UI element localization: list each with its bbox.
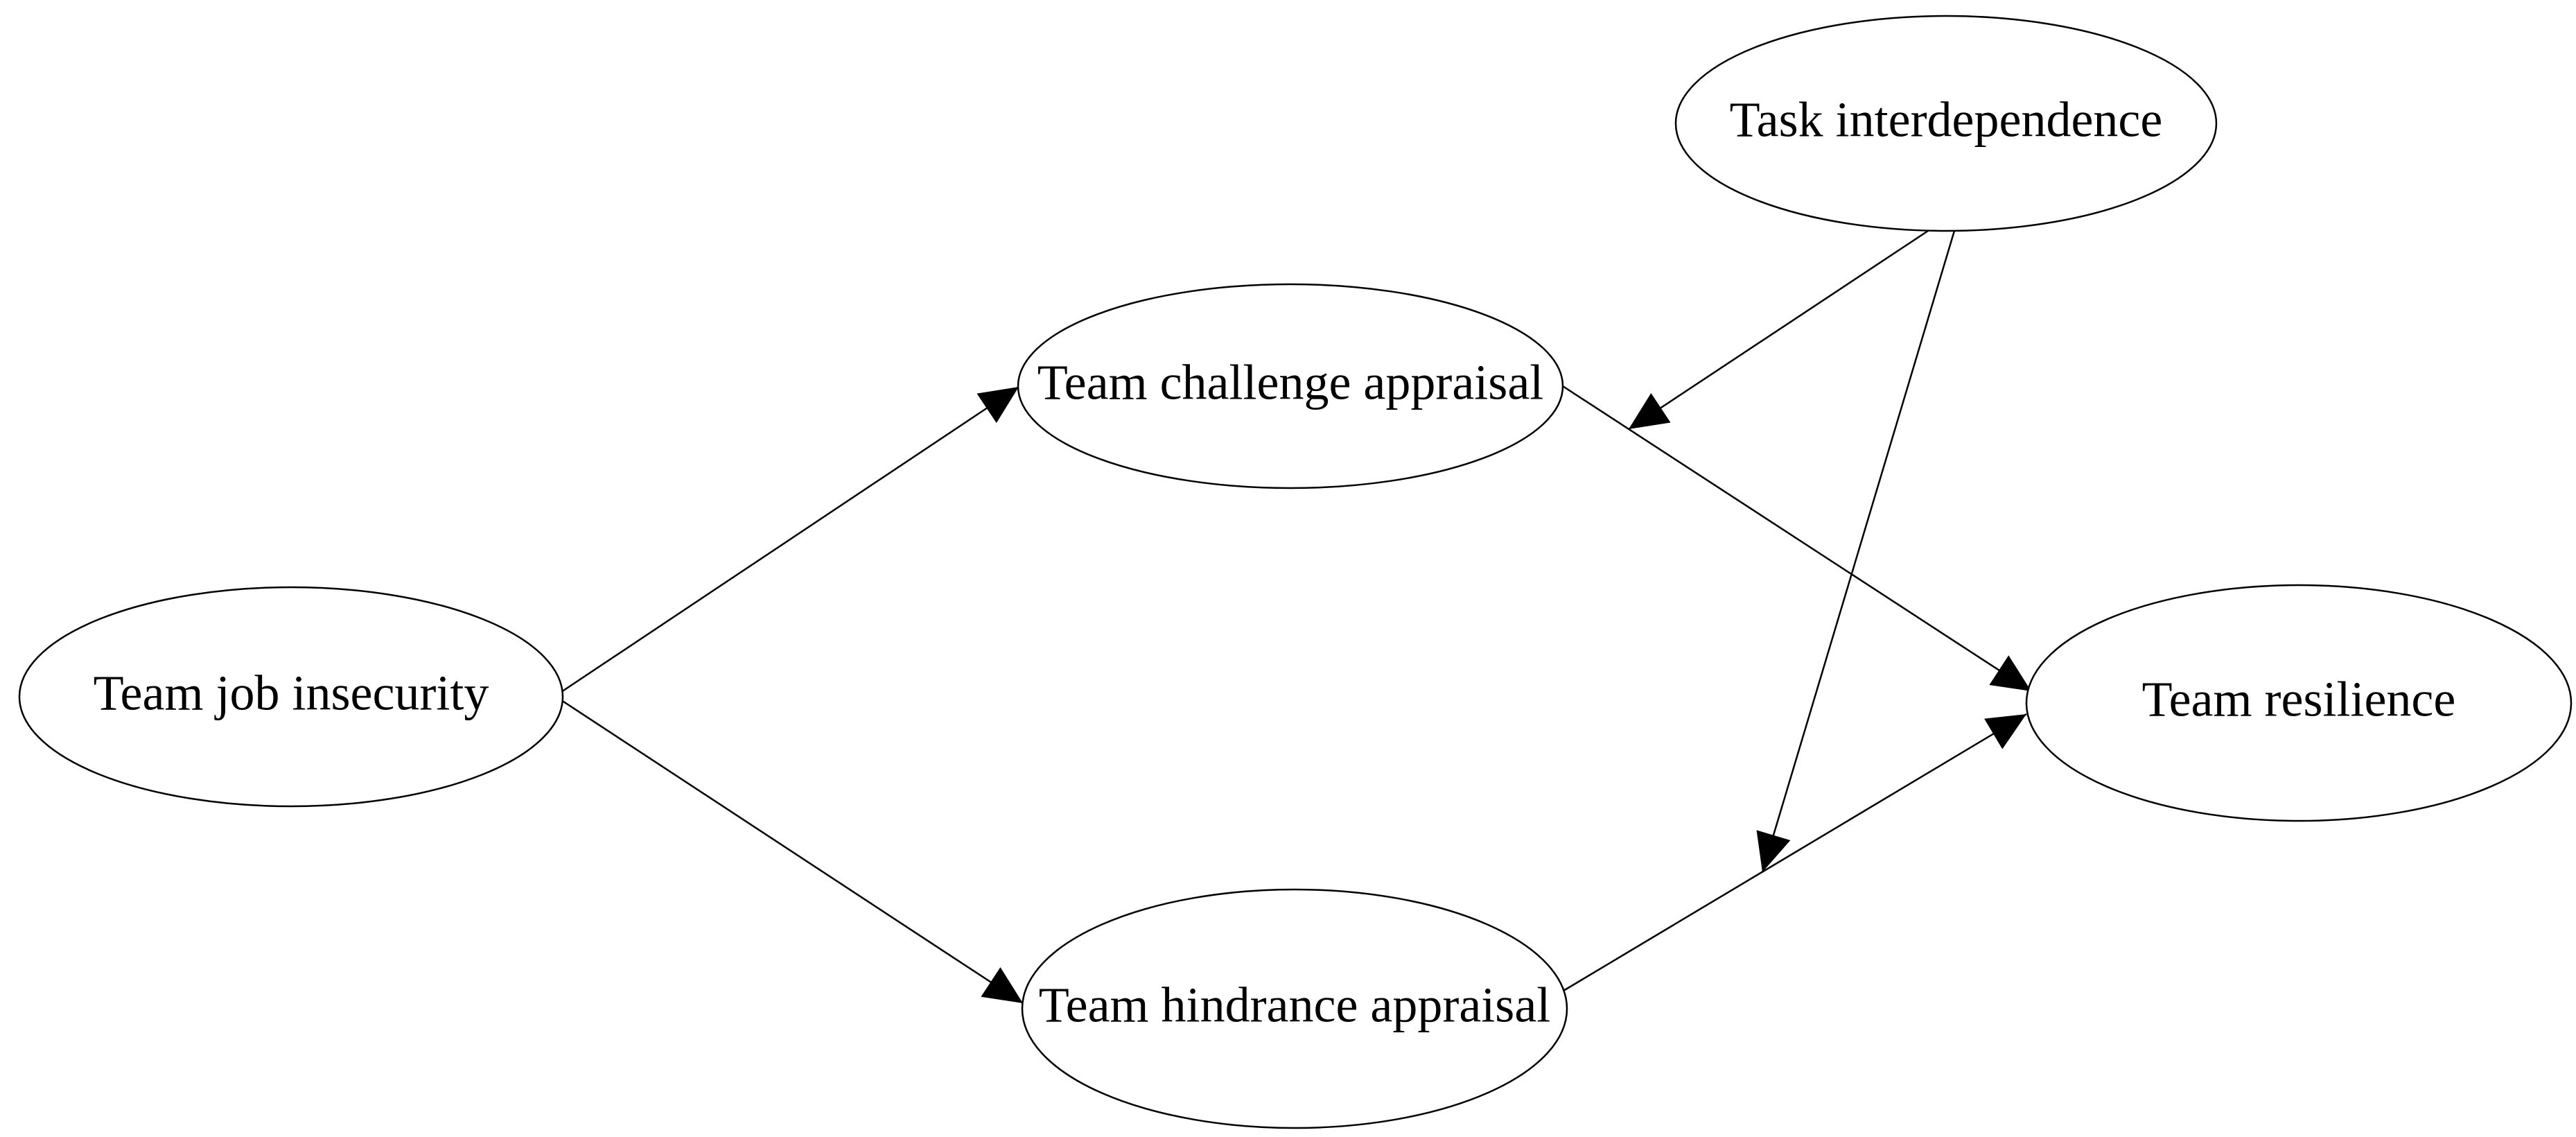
team-resilience-label: Team resilience [2142,672,2456,727]
team-job-insecurity-ellipse [18,586,564,808]
node-team-hindrance-appraisal: Team hindrance appraisal [1021,888,1568,1129]
node-team-challenge-appraisal: Team challenge appraisal [1017,283,1564,489]
node-team-resilience: Team resilience [2025,584,2573,822]
edge-job-insecurity-to-hindrance-appraisal [561,699,1024,1005]
task-interdependence-label: Task interdependence [1730,92,2163,148]
edge-hindrance-appraisal-to-resilience [1563,713,2027,992]
edge-task-interdependence-moderates-challenge-path [1628,229,1929,431]
edge-task-interdependence-moderates-hindrance-path [1756,230,1956,873]
nodes-layer: Team job insecurity Team challenge appra… [18,15,2573,1129]
team-hindrance-appraisal-ellipse [1021,888,1568,1129]
edge-challenge-appraisal-to-resilience [1562,385,2032,693]
team-challenge-appraisal-label: Team challenge appraisal [1037,355,1544,410]
node-task-interdependence: Task interdependence [1674,15,2218,232]
team-challenge-appraisal-ellipse [1017,283,1564,489]
edge-job-insecurity-to-challenge-appraisal [561,385,1019,693]
task-interdependence-ellipse [1674,15,2218,232]
team-hindrance-appraisal-label: Team hindrance appraisal [1039,978,1551,1033]
team-resilience-ellipse [2025,584,2573,822]
node-team-job-insecurity: Team job insecurity [18,586,564,808]
team-job-insecurity-label: Team job insecurity [94,666,489,721]
edges-layer [561,229,2032,1005]
